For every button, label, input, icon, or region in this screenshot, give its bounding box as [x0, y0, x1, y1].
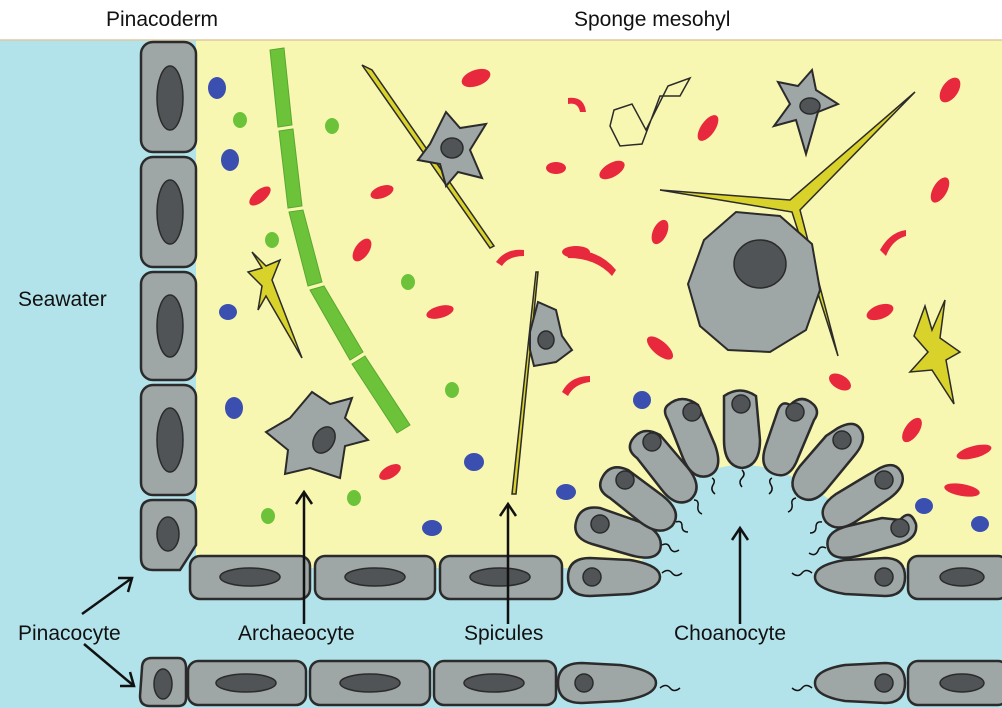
label-spicules: Spicules — [464, 622, 543, 645]
label-archaeocyte: Archaeocyte — [238, 622, 355, 645]
label-seawater: Seawater — [18, 288, 107, 311]
label-pinacoderm: Pinacoderm — [106, 8, 218, 31]
label-sponge-mesohyl: Sponge mesohyl — [574, 8, 730, 31]
label-choanocyte: Choanocyte — [674, 622, 786, 645]
pinacoderm-column — [141, 42, 196, 570]
label-pinacocyte: Pinacocyte — [18, 622, 121, 645]
